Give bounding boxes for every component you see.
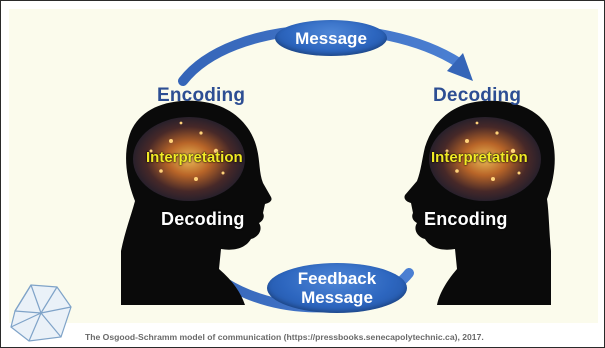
right-interpretation-label: Interpretation: [431, 149, 528, 166]
right-top-label: Decoding: [433, 85, 522, 106]
right-brain-sparks: [445, 121, 521, 181]
feedback-message-bubble: Feedback Message: [267, 263, 407, 313]
left-brain-sparks: [149, 121, 225, 181]
left-interpretation-label: Interpretation: [146, 149, 243, 166]
source-caption: The Osgood-Schramm model of communicatio…: [85, 332, 484, 342]
right-bottom-label: Encoding: [424, 209, 508, 229]
feedback-bubble-line2: Message: [301, 288, 373, 307]
left-bottom-label: Decoding: [161, 209, 245, 229]
message-bubble: Message: [275, 20, 387, 56]
polyhedron-logo: [10, 284, 72, 342]
right-brain: [429, 117, 541, 201]
feedback-bubble-line1: Feedback: [297, 269, 377, 288]
message-bubble-label: Message: [295, 28, 367, 48]
left-top-label: Encoding: [157, 85, 246, 106]
top-arrowhead: [447, 53, 473, 81]
left-brain: [133, 117, 245, 201]
